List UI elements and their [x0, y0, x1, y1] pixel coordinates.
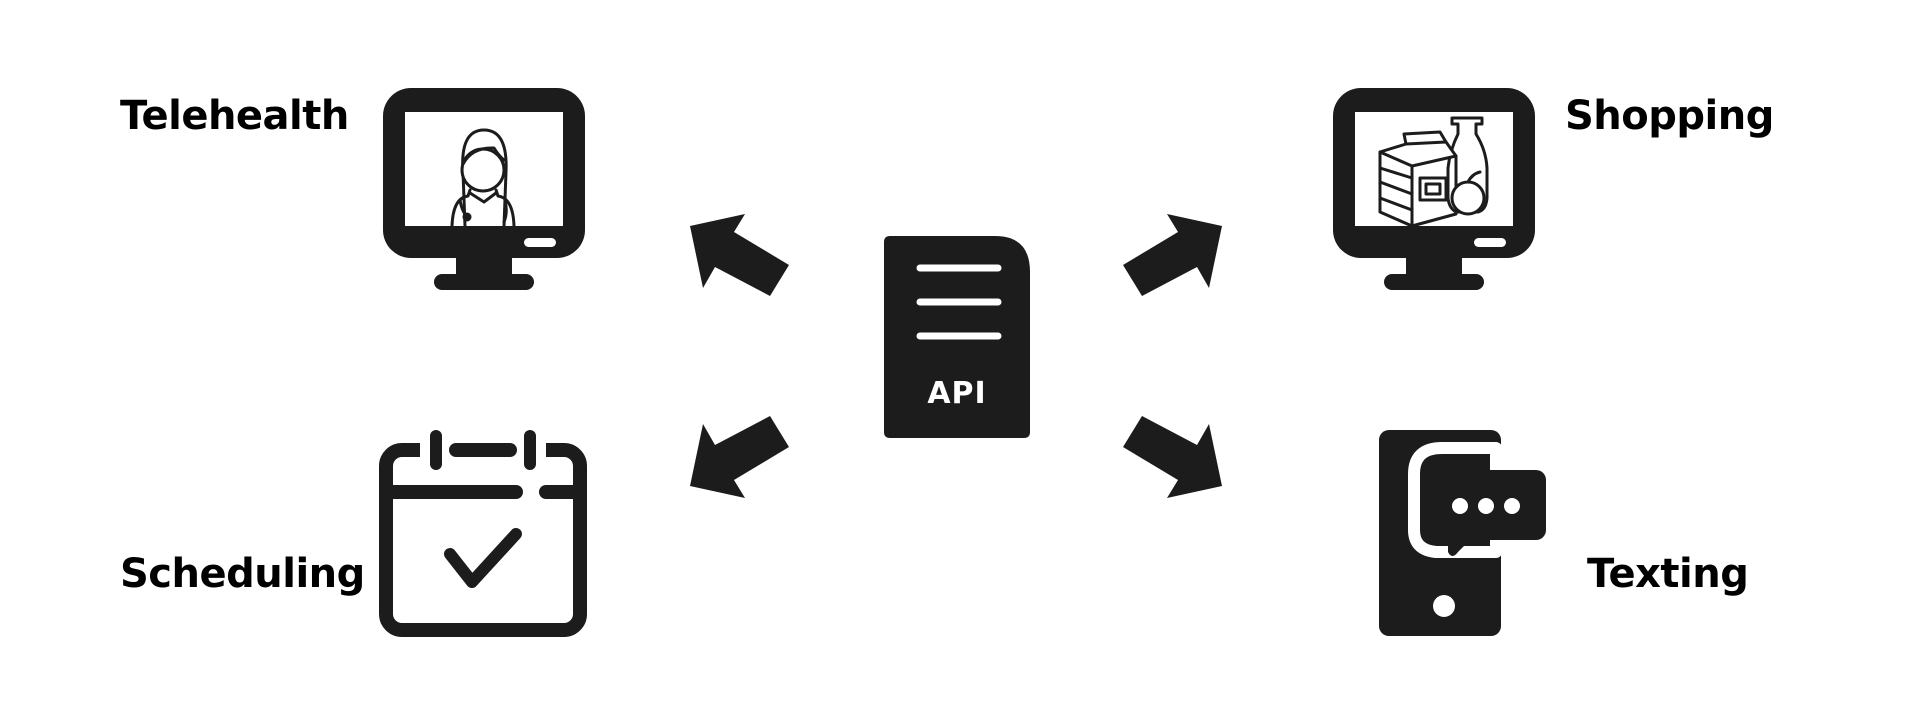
arrow-to-telehealth: [690, 214, 789, 296]
arrows: [690, 214, 1222, 498]
label-scheduling: Scheduling: [120, 551, 365, 597]
monitor-doctor-icon: [383, 88, 585, 290]
server-document-icon: API: [884, 236, 1030, 438]
label-texting: Texting: [1587, 551, 1749, 597]
api-label: API: [927, 376, 986, 411]
calendar-check-icon: [379, 430, 587, 637]
label-shopping: Shopping: [1565, 93, 1774, 139]
arrow-to-shopping: [1123, 214, 1222, 296]
phone-chat-icon: [1379, 430, 1546, 636]
arrow-to-texting: [1123, 416, 1222, 498]
monitor-groceries-icon: [1333, 88, 1535, 290]
label-telehealth: Telehealth: [120, 93, 349, 139]
arrow-to-scheduling: [690, 416, 789, 498]
